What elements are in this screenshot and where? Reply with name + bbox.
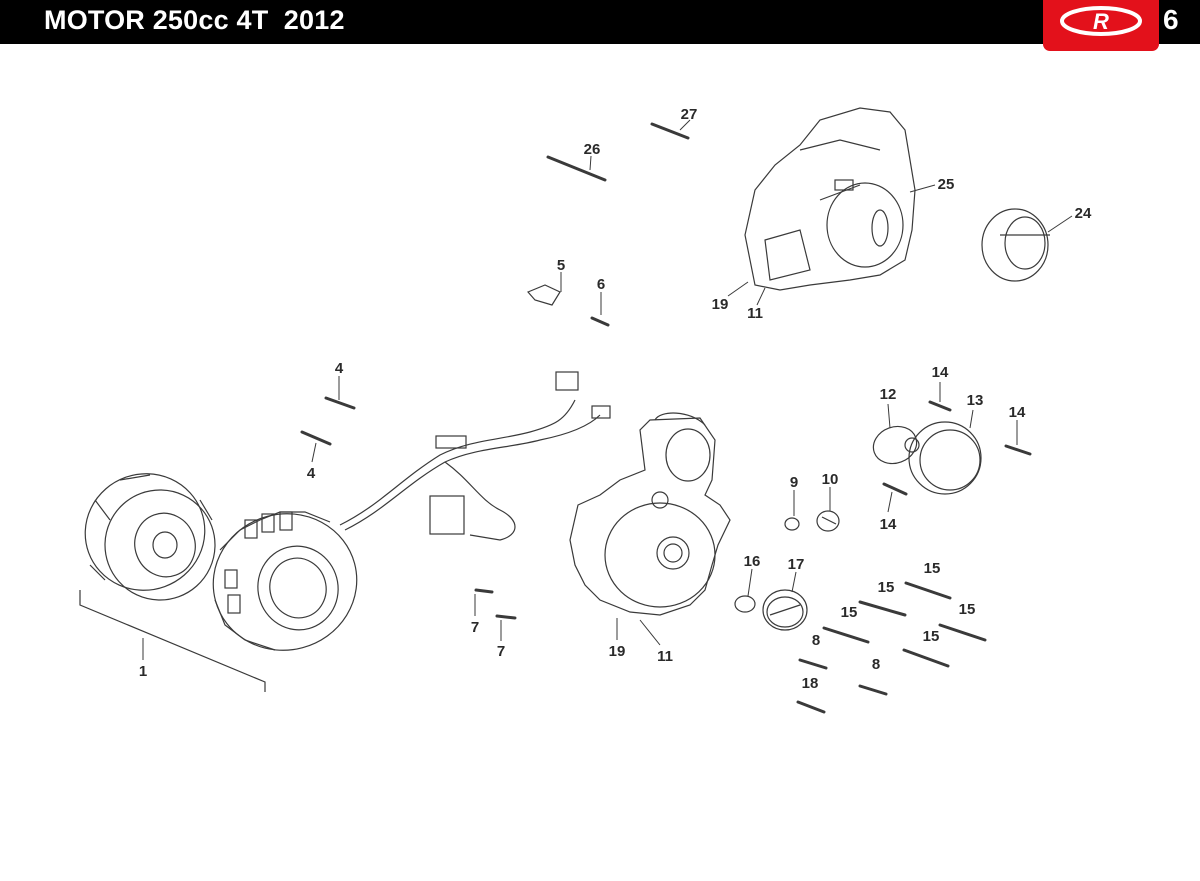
callout-label: 14: [932, 364, 949, 381]
stator-plate: [212, 511, 358, 651]
brand-logo-letter: R: [1093, 9, 1109, 34]
callout-label: 9: [790, 474, 798, 491]
bolt-15-d: [822, 626, 870, 644]
bolt-7-upper: [474, 588, 494, 594]
callout-label: 5: [557, 257, 565, 274]
left-crankcase-cover: [569, 412, 731, 616]
callout-label: 27: [681, 106, 698, 123]
callout-label: 25: [938, 176, 955, 193]
bolt-4-lower: [300, 430, 332, 446]
flywheel-callout-bracket: [79, 590, 266, 692]
fan-cover: [904, 421, 982, 495]
header-bar: [0, 0, 1200, 44]
callout-label: 24: [1075, 205, 1092, 222]
callout-label: 14: [1009, 404, 1026, 421]
o-ring-large: [872, 425, 918, 465]
wire-clip: [526, 284, 561, 306]
callout-label: 11: [747, 305, 763, 322]
bolt-14-lower: [882, 482, 908, 496]
bolt-15-b: [858, 600, 907, 617]
bolt-14-top: [928, 400, 952, 412]
washer: [784, 517, 800, 531]
callout-label: 17: [788, 556, 805, 573]
callout-label: 12: [880, 386, 897, 403]
bolt-8-left: [798, 658, 828, 670]
page-number: 6: [1163, 4, 1179, 35]
callout-label: 4: [335, 360, 344, 377]
callout-label: 19: [712, 296, 729, 313]
bolt-7-lower: [495, 614, 517, 620]
flywheel-rotor: [84, 473, 216, 601]
bolt-8-right: [858, 684, 888, 696]
plug-cap: [762, 589, 808, 631]
callout-label: 14: [880, 516, 897, 533]
callout-label: 15: [841, 604, 858, 621]
bolt-4-upper: [324, 396, 356, 410]
bolt-26: [546, 155, 607, 182]
callout-label: 15: [923, 628, 940, 645]
callout-label: 15: [878, 579, 895, 596]
o-ring-small: [734, 595, 756, 613]
callout-label: 26: [584, 141, 601, 158]
callout-label: 4: [307, 465, 316, 482]
bolt-6: [590, 316, 610, 327]
bolt-18: [796, 700, 826, 714]
bolt-14-right: [1004, 444, 1032, 456]
bolt-15-c: [938, 623, 987, 642]
page-title: MOTOR 250cc 4T 2012: [44, 5, 345, 35]
bolt-15-e: [902, 648, 950, 668]
callout-label: 8: [872, 656, 880, 673]
callout-label: 7: [497, 643, 505, 660]
brand-logo: R: [1060, 6, 1142, 36]
callout-label: 8: [812, 632, 820, 649]
brand-logo-tab: R: [1043, 0, 1159, 51]
callout-label: 11: [657, 648, 673, 665]
callout-label: 7: [471, 619, 479, 636]
callout-label: 13: [967, 392, 984, 409]
bolt-27: [650, 122, 690, 140]
callout-label: 16: [744, 553, 761, 570]
callout-label: 15: [924, 560, 941, 577]
side-cover-small: [981, 208, 1050, 282]
callout-label: 10: [822, 471, 839, 488]
callout-label: 19: [609, 643, 626, 660]
callout-label: 6: [597, 276, 605, 293]
callout-label: 1: [139, 663, 147, 680]
engine-assembly: [744, 107, 916, 291]
bolts: [300, 122, 1032, 714]
callout-label: 15: [959, 601, 976, 618]
bolt-15-a: [904, 581, 952, 600]
oil-plug: [816, 510, 840, 532]
wiring-harness: [339, 371, 611, 541]
leader-lines: [142, 119, 1073, 660]
callout-label: 18: [802, 675, 819, 692]
